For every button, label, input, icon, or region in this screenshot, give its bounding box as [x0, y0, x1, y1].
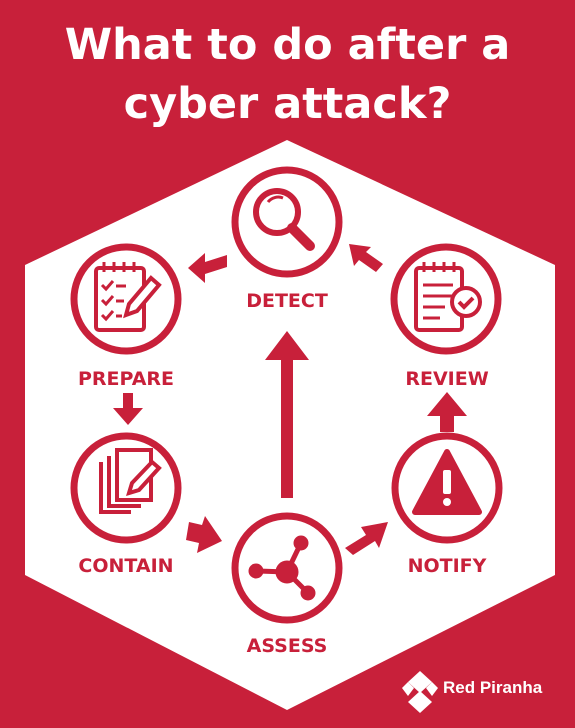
arrow-notify-to-review: [427, 392, 467, 432]
checklist-pencil-icon: [94, 262, 162, 332]
red-piranha-logo-icon: [402, 671, 438, 713]
network-node-icon: [248, 535, 316, 601]
magnifier-icon: [253, 188, 315, 251]
documents-pen-icon: [99, 448, 162, 514]
step-prepare-label: PREPARE: [78, 368, 174, 390]
title-line-1: What to do after a: [64, 20, 511, 70]
step-review: REVIEW: [390, 243, 502, 390]
step-notify: NOTIFY: [391, 432, 503, 577]
step-detect-label: DETECT: [246, 290, 328, 312]
arrow-assess-to-detect: [265, 331, 309, 498]
checklist-approved-icon: [414, 262, 482, 332]
arrow-contain-to-assess: [186, 516, 222, 553]
arrow-prepare-to-contain: [113, 393, 143, 425]
title-line-2: cyber attack?: [123, 79, 452, 129]
step-contain-label: CONTAIN: [78, 555, 173, 577]
step-prepare: PREPARE: [70, 243, 182, 390]
brand-name: Red Piranha: [443, 678, 543, 697]
step-notify-label: NOTIFY: [408, 555, 487, 577]
warning-triangle-icon: [412, 449, 482, 515]
arrow-review-to-detect: [349, 244, 383, 272]
step-contain: CONTAIN: [70, 432, 182, 577]
step-assess: ASSESS: [231, 512, 343, 657]
step-assess-label: ASSESS: [247, 635, 328, 657]
step-review-label: REVIEW: [405, 368, 488, 390]
arrow-detect-to-prepare: [188, 253, 227, 283]
step-detect: DETECT: [231, 166, 343, 312]
arrow-assess-to-notify: [345, 522, 388, 555]
